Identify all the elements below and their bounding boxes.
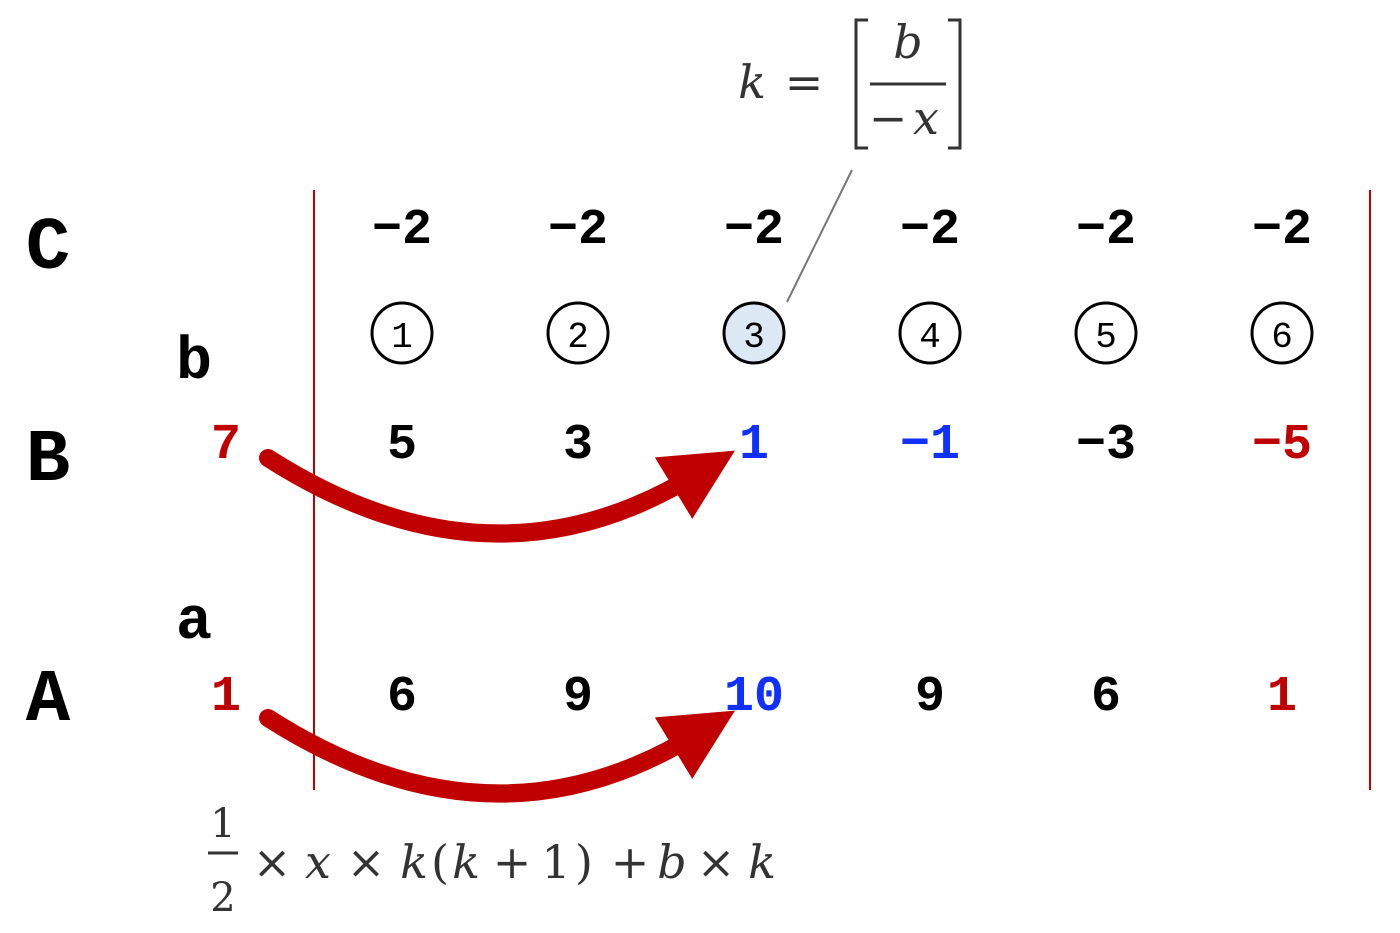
columns: −2 1 5 6 −2 2 3 9 −2 3 1 10 −2 4 −1 9 −2 5 −3 6 −2 6 −5 1 [370,202,1314,726]
a-value: 6 [1091,669,1121,726]
c-value: −2 [1252,202,1312,259]
index-circle [370,301,434,365]
sub-label-b: b [176,329,212,397]
a-value: 6 [387,669,417,726]
bottom-formula-b: b [657,835,686,889]
a-value: 9 [563,669,593,726]
bottom-formula-times-1: × [253,835,292,889]
arrow-a [259,709,735,803]
index-label: 4 [919,317,941,358]
row-label-c: C [26,207,70,291]
row-label-b: B [26,419,70,503]
index-label: 3 [743,317,765,358]
row-label-a: A [26,659,71,743]
index-label: 1 [391,317,413,358]
initial-a-value: 1 [211,669,241,726]
bottom-formula-plus-2: + [611,835,650,889]
index-circle [1074,301,1138,365]
top-formula-k: k [738,55,766,109]
bottom-formula: 1 2 × x × k ( k + 1 ) + b × k [208,801,776,921]
a-value: 1 [1267,669,1297,726]
bottom-formula-plus-1: + [493,835,532,889]
bottom-formula-k3: k [748,835,776,889]
index-label: 6 [1271,317,1293,358]
c-value: −2 [1076,202,1136,259]
leader-line [786,169,853,303]
bottom-formula-k1: k [400,835,428,889]
bottom-formula-open-paren: ( [431,835,449,889]
b-value: −3 [1076,417,1136,474]
bottom-formula-x: x [305,835,331,889]
bottom-formula-numerator: 1 [210,801,235,847]
a-value: 9 [915,669,945,726]
c-value: −2 [724,202,784,259]
index-circle [546,301,610,365]
index-circle [898,301,962,365]
arrow-b [259,449,735,543]
bottom-formula-times-3: × [697,835,736,889]
bottom-formula-denominator: 2 [210,875,235,921]
bottom-formula-close-paren: ) [575,835,593,889]
c-value: −2 [372,202,432,259]
b-value: 5 [387,417,417,474]
top-formula-eq: = [785,55,824,109]
bottom-formula-one: 1 [541,835,570,889]
index-circle [722,301,786,365]
b-value: 3 [563,417,593,474]
c-value: −2 [900,202,960,259]
initial-b-value: 7 [211,417,241,474]
top-formula: k = b − x [738,15,962,150]
b-value: −1 [900,417,960,474]
sub-label-a: a [176,589,212,657]
b-value: 1 [739,417,769,474]
top-formula-denominator: x [913,91,939,145]
bottom-formula-k2: k [452,835,480,889]
a-value: 10 [724,669,784,726]
floor-bracket-left [854,18,868,150]
floor-bracket-right [948,18,962,150]
b-value: −5 [1252,417,1312,474]
index-label: 5 [1095,317,1117,358]
index-circle [1250,301,1314,365]
c-value: −2 [548,202,608,259]
top-formula-minus: − [869,91,908,145]
index-label: 2 [567,317,589,358]
bottom-formula-times-2: × [347,835,386,889]
top-formula-numerator: b [893,15,922,69]
